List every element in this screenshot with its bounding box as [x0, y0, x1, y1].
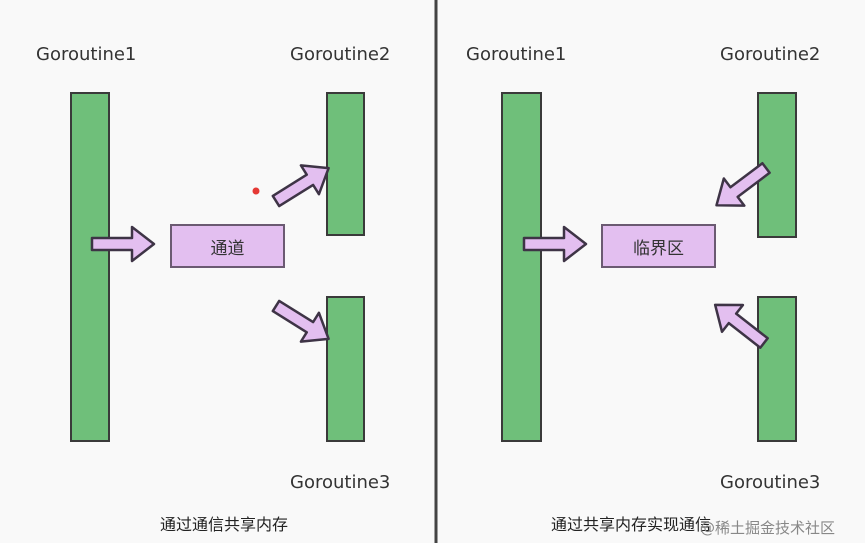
critical-section-box: 临界区 — [601, 224, 716, 268]
left-goroutine3-bar — [326, 296, 365, 442]
left-goroutine2-bar — [326, 92, 365, 236]
right-caption: 通过共享内存实现通信 — [551, 515, 712, 534]
left-goroutine2-label: Goroutine2 — [290, 44, 391, 65]
right-goroutine2-label: Goroutine2 — [720, 44, 821, 65]
right-goroutine3-label: Goroutine3 — [720, 472, 821, 493]
channel-box: 通道 — [170, 224, 285, 268]
left-goroutine3-label: Goroutine3 — [290, 472, 391, 493]
red-dot — [252, 187, 260, 195]
left-caption: 通过通信共享内存 — [160, 515, 289, 534]
right-goroutine1-label: Goroutine1 — [466, 44, 567, 65]
watermark: @稀土掘金技术社区 — [700, 519, 836, 537]
left-goroutine1-label: Goroutine1 — [36, 44, 137, 65]
left-goroutine1-bar — [70, 92, 110, 442]
right-goroutine3-bar — [757, 296, 797, 442]
right-goroutine2-bar — [757, 92, 797, 238]
right-goroutine1-bar — [501, 92, 542, 442]
